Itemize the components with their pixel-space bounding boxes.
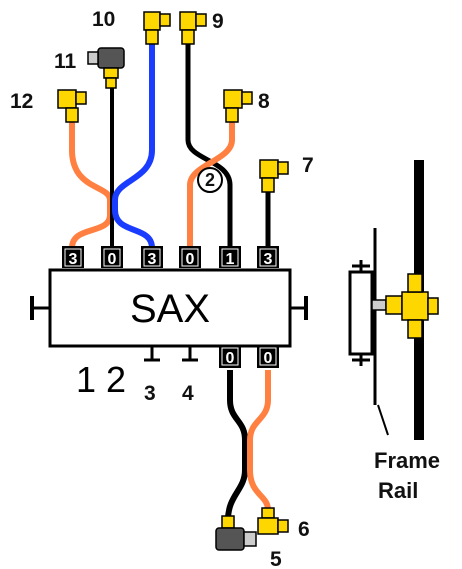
- top-port-2: 0: [101, 246, 123, 268]
- hose-6: [247, 370, 271, 511]
- label-11: 11: [54, 50, 77, 73]
- label-7: 7: [302, 154, 314, 177]
- fitting-5-icon: [215, 515, 257, 551]
- svg-text:0: 0: [226, 350, 235, 367]
- sax-valve: SAX: [30, 268, 308, 348]
- crossover-marker: 2: [197, 167, 223, 193]
- label-9: 9: [212, 10, 224, 33]
- rail-label: Rail: [378, 478, 418, 503]
- fitting-10-icon: [143, 11, 171, 45]
- label-6: 6: [298, 518, 310, 541]
- label-5: 5: [270, 548, 282, 569]
- bottom-port-2: 0: [257, 346, 279, 368]
- frame-rail-diagram: [348, 160, 439, 440]
- hose-12: [69, 120, 113, 249]
- fitting-6-icon: [257, 507, 289, 535]
- plugged-port-3: [144, 346, 160, 362]
- hose-5: [225, 370, 248, 521]
- top-ports: 3 0 3 0 1 3: [62, 246, 279, 268]
- fitting-9-icon: [179, 11, 207, 45]
- svg-text:1: 1: [226, 251, 235, 268]
- bottom-ports: 0 0: [219, 346, 279, 368]
- bottom-port-1: 0: [219, 346, 241, 368]
- label-10: 10: [92, 8, 115, 31]
- top-port-3: 3: [141, 246, 163, 268]
- top-port-1: 3: [62, 246, 84, 268]
- top-port-6: 3: [257, 246, 279, 268]
- label-12: 12: [10, 90, 33, 113]
- crossover-marker-text: 2: [205, 170, 215, 190]
- svg-text:0: 0: [264, 350, 273, 367]
- hoses: [69, 40, 271, 521]
- fitting-11-icon: [87, 47, 125, 89]
- label-8: 8: [258, 90, 270, 113]
- top-port-5: 1: [219, 246, 241, 268]
- frame-label: Frame: [374, 448, 440, 473]
- fitting-labels: 10 9 11 12 8 7 6 5 3 4: [10, 8, 314, 569]
- svg-text:3: 3: [69, 251, 78, 268]
- hose-8: [187, 110, 235, 248]
- svg-text:0: 0: [108, 251, 117, 268]
- svg-text:3: 3: [264, 251, 273, 268]
- label-plug-4: 4: [182, 382, 194, 405]
- hose-10: [112, 40, 155, 249]
- fitting-8-icon: [223, 89, 253, 123]
- top-port-4: 0: [179, 246, 201, 268]
- hose-9: [185, 40, 233, 248]
- fitting-7-icon: [259, 159, 289, 193]
- label-plug-3: 3: [144, 382, 156, 405]
- valve-bottom-label: 1 2: [76, 359, 126, 400]
- svg-text:3: 3: [148, 251, 157, 268]
- plugged-port-4: [182, 346, 198, 362]
- svg-text:0: 0: [186, 251, 195, 268]
- valve-label: SAX: [130, 287, 210, 331]
- fitting-12-icon: [57, 89, 87, 123]
